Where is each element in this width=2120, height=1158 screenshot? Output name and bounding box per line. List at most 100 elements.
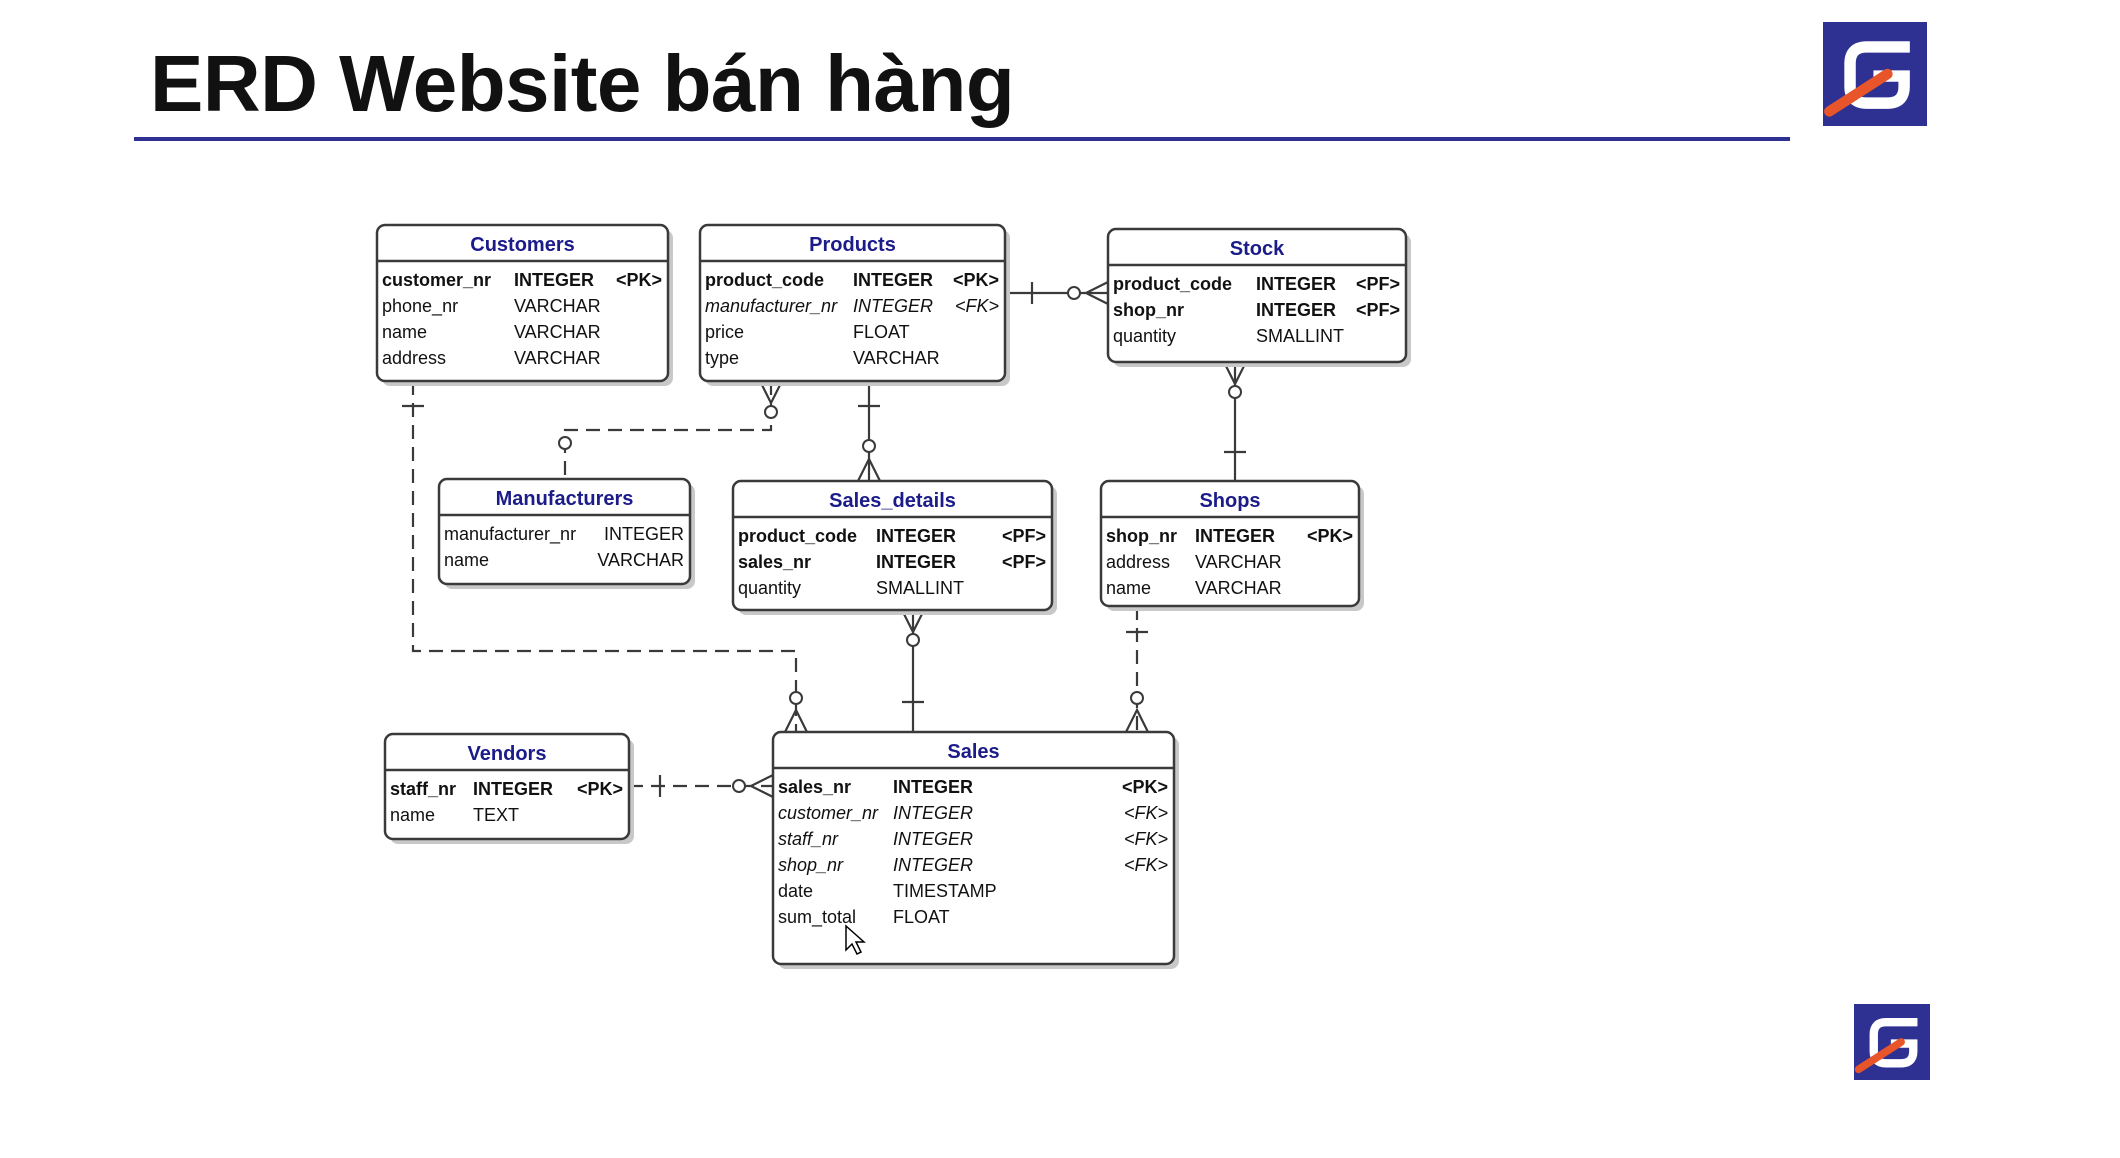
relationship-shops-stock — [1223, 361, 1247, 481]
crows-foot-many-marker — [748, 774, 774, 798]
field-type: VARCHAR — [1195, 578, 1282, 598]
entity-box — [375, 223, 670, 383]
relationship-shops-sales — [1125, 606, 1149, 733]
field-name: price — [705, 322, 744, 342]
entity-manufacturers[interactable]: Manufacturers manufacturer_nr INTEGER name V… — [437, 477, 695, 589]
field-name: date — [778, 881, 813, 901]
relationship-manufacturers-products — [558, 380, 783, 479]
field-type: INTEGER — [893, 803, 973, 823]
entity-title: Products — [809, 234, 896, 256]
field-name: type — [705, 348, 739, 368]
crows-foot-many-marker — [857, 456, 881, 482]
optional-circle-marker — [558, 436, 572, 450]
mouse-cursor-icon — [845, 924, 866, 956]
entity-title: Stock — [1230, 238, 1285, 260]
field-type: TIMESTAMP — [893, 881, 997, 901]
field-key: <PF> — [1002, 526, 1046, 546]
entity-title: Customers — [470, 234, 574, 256]
field-key: <PK> — [1307, 526, 1353, 546]
field-key: <PK> — [953, 270, 999, 290]
field-name: product_code — [1113, 274, 1232, 294]
field-name: sales_nr — [778, 777, 851, 797]
field-type: INTEGER — [514, 270, 594, 290]
field-name: phone_nr — [382, 296, 458, 317]
field-type: INTEGER — [876, 552, 956, 572]
field-key: <PK> — [1122, 777, 1168, 797]
field-name: shop_nr — [1113, 300, 1184, 320]
field-type: INTEGER — [604, 524, 684, 544]
field-name: quantity — [738, 578, 801, 598]
field-key: <PF> — [1356, 300, 1400, 320]
crows-foot-many-marker — [1223, 361, 1247, 387]
field-name: shop_nr — [778, 855, 844, 875]
field-name: name — [1106, 578, 1151, 598]
field-name: name — [444, 550, 489, 570]
optional-circle-marker — [906, 633, 920, 647]
field-type: FLOAT — [893, 907, 950, 927]
field-name: customer_nr — [382, 270, 491, 290]
field-type: SMALLINT — [1256, 326, 1344, 346]
field-name: name — [382, 322, 427, 342]
field-name: sales_nr — [738, 552, 811, 572]
field-name: manufacturer_nr — [444, 524, 576, 545]
field-type: SMALLINT — [876, 578, 964, 598]
field-type: VARCHAR — [514, 348, 601, 368]
optional-circle-marker — [1067, 286, 1081, 300]
field-type: INTEGER — [893, 855, 973, 875]
relationship-vendors-sales — [629, 774, 774, 798]
entity-box — [771, 730, 1176, 966]
entity-title: Sales — [947, 741, 999, 763]
entity-title: Manufacturers — [496, 488, 634, 510]
field-type: INTEGER — [1256, 274, 1336, 294]
brand-g-logo-icon — [1854, 1004, 1930, 1080]
field-key: <PF> — [1002, 552, 1046, 572]
crows-foot-many-marker — [1125, 707, 1149, 733]
field-type: FLOAT — [853, 322, 910, 342]
title-underline — [134, 137, 1790, 141]
optional-circle-marker — [1228, 385, 1242, 399]
relationship-customers-sales — [402, 381, 808, 733]
field-name: address — [1106, 552, 1170, 572]
brand-g-logo-icon — [1823, 22, 1927, 126]
crows-foot-many-marker — [784, 707, 808, 733]
field-type: VARCHAR — [1195, 552, 1282, 572]
field-type: INTEGER — [853, 296, 933, 316]
entity-box — [383, 732, 631, 841]
crows-foot-many-marker — [901, 609, 925, 635]
field-key: <FK> — [955, 296, 999, 316]
entity-title: Vendors — [468, 743, 547, 765]
field-name: shop_nr — [1106, 526, 1177, 546]
field-type: VARCHAR — [853, 348, 940, 368]
field-name: product_code — [738, 526, 857, 546]
entity-box — [437, 477, 692, 586]
field-type: VARCHAR — [514, 296, 601, 316]
field-key: <FK> — [1124, 829, 1168, 849]
entity-box — [1106, 227, 1408, 364]
field-name: staff_nr — [778, 829, 839, 849]
relationship-sales-sales-details — [901, 609, 925, 732]
field-type: INTEGER — [1256, 300, 1336, 320]
field-type: VARCHAR — [514, 322, 601, 342]
field-name: product_code — [705, 270, 824, 290]
optional-circle-marker — [862, 439, 876, 453]
field-name: quantity — [1113, 326, 1176, 346]
field-type: INTEGER — [1195, 526, 1275, 546]
entity-title: Shops — [1199, 490, 1260, 512]
field-type: INTEGER — [893, 777, 973, 797]
field-type: VARCHAR — [597, 550, 684, 570]
entity-box — [731, 479, 1054, 612]
field-type: INTEGER — [853, 270, 933, 290]
slide-title: ERD Website bán hàng — [150, 39, 1015, 128]
optional-circle-marker — [732, 779, 746, 793]
optional-circle-marker — [764, 405, 778, 419]
relationship-line — [563, 381, 773, 479]
